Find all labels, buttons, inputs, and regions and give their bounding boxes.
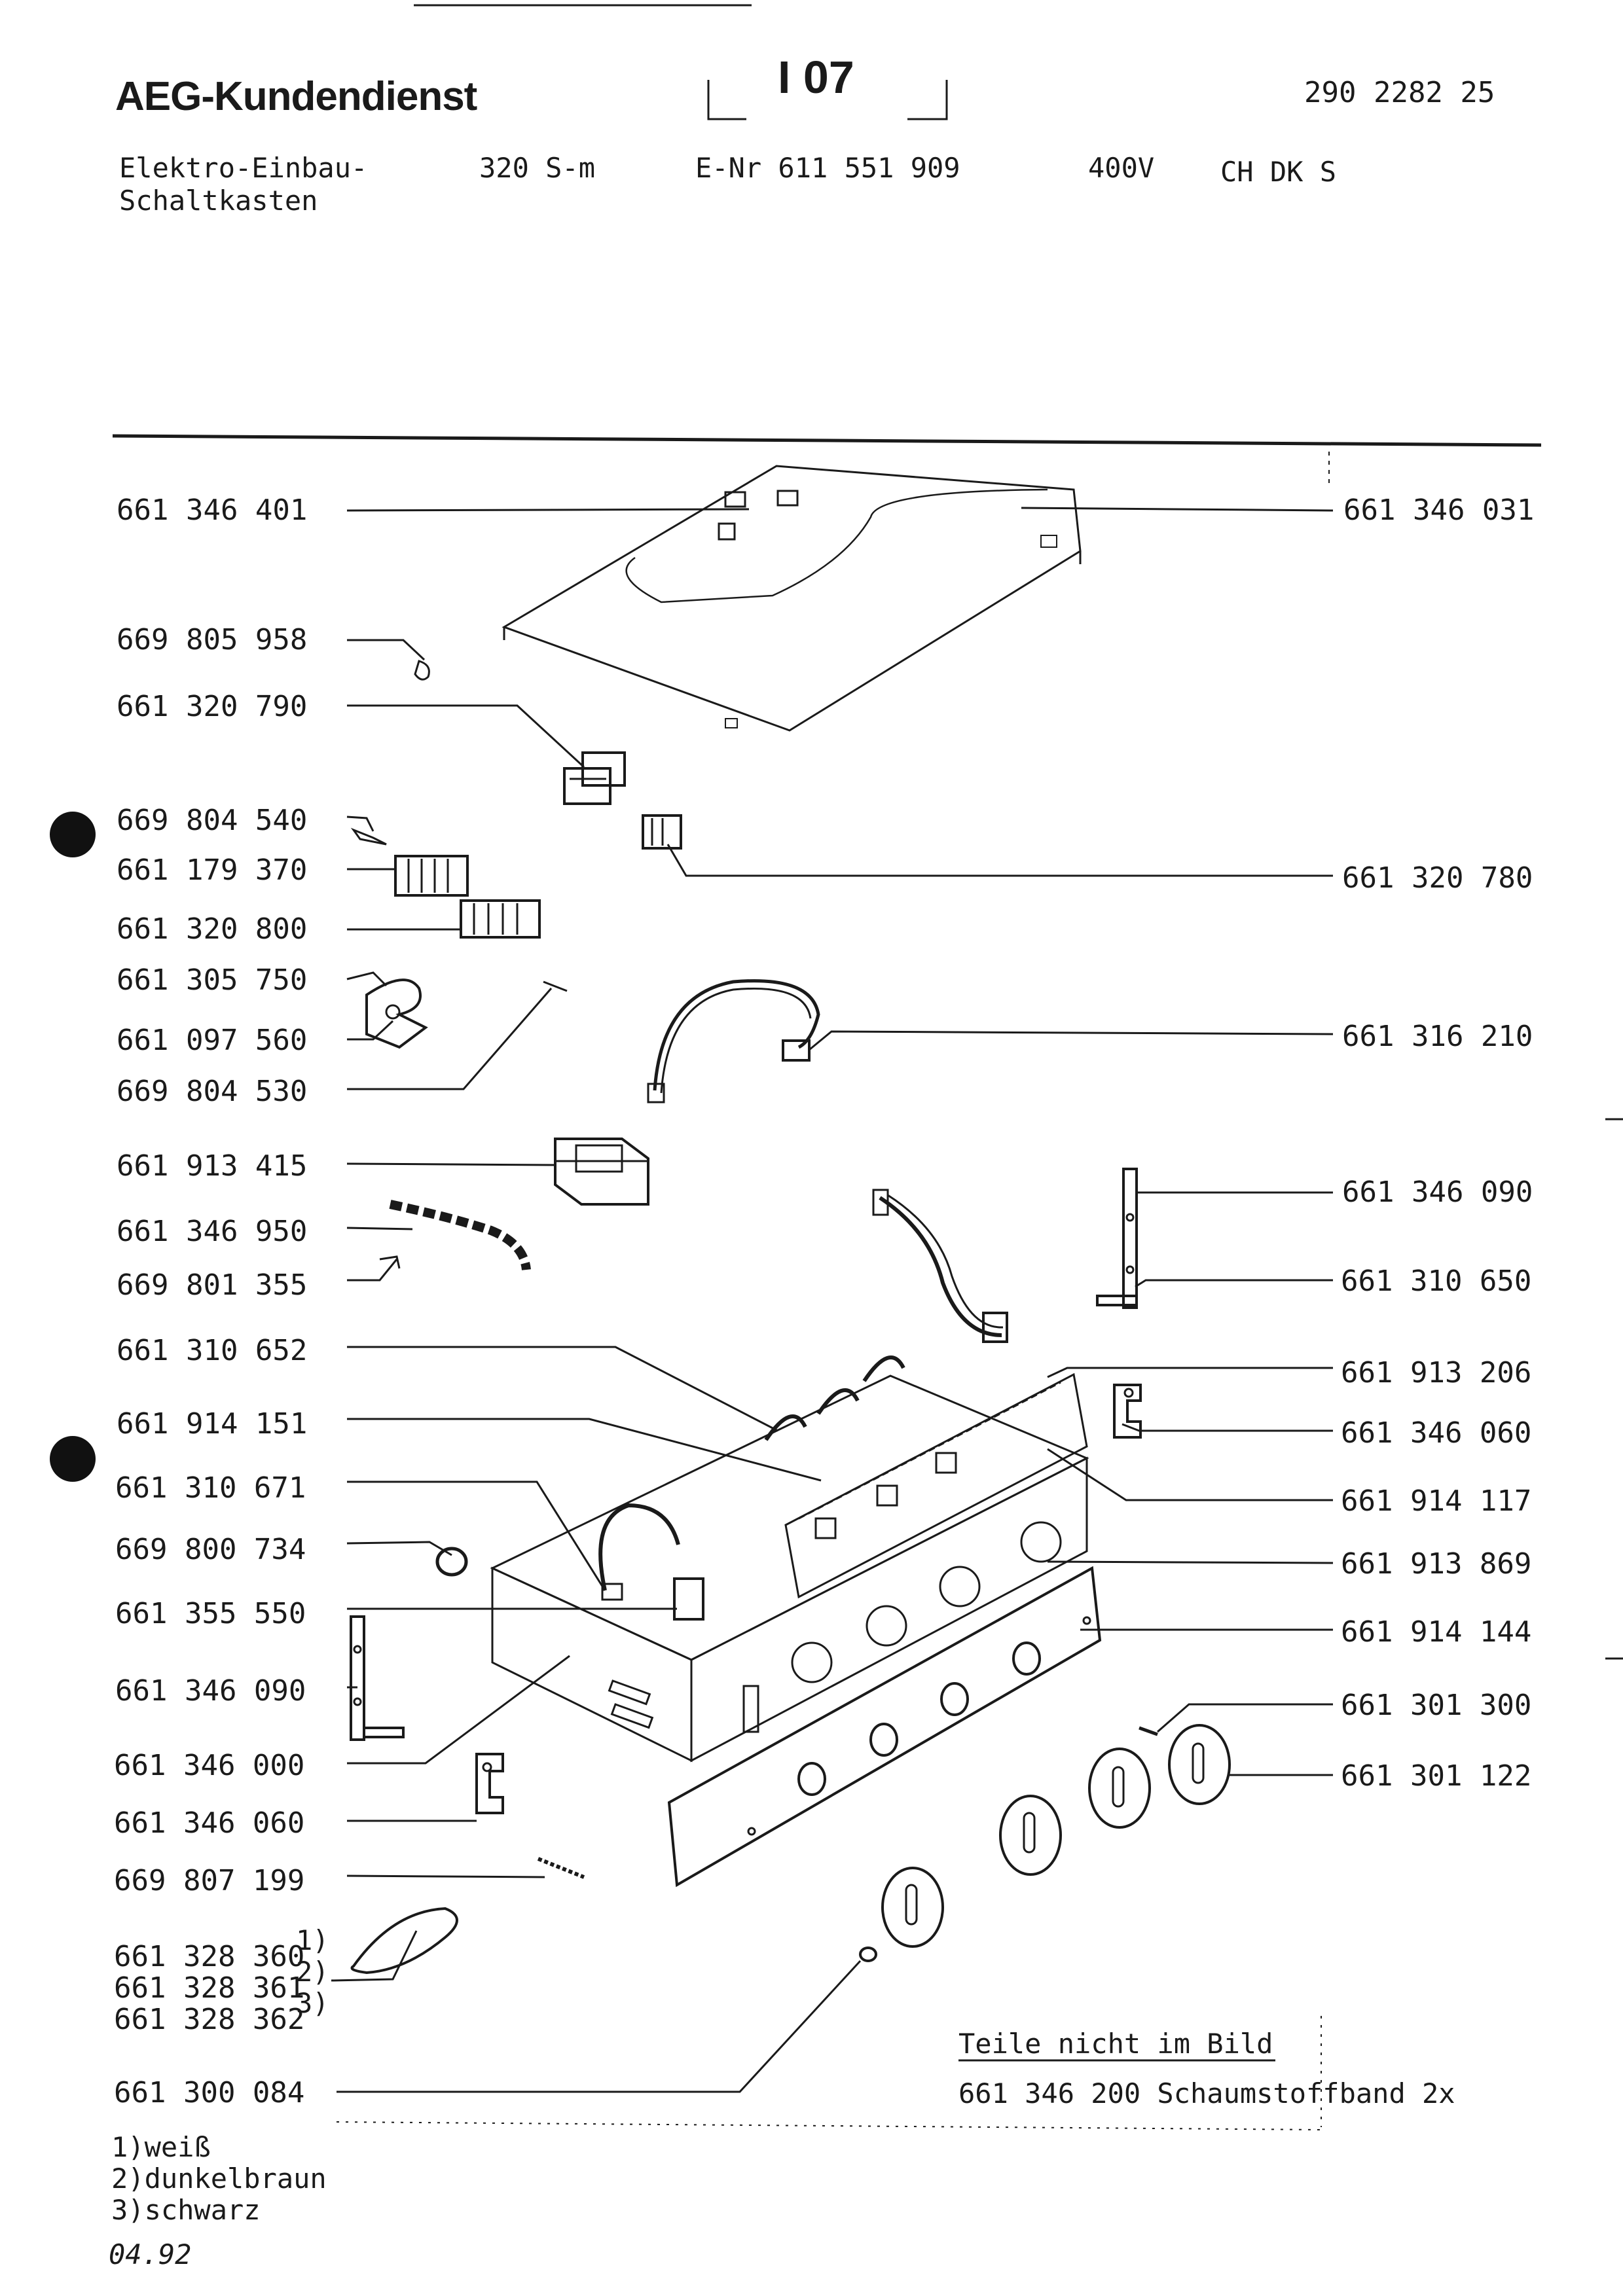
- header-divider: [112, 434, 1542, 447]
- part-label: 661 346 090: [115, 1674, 306, 1708]
- terminal-block-370: [394, 855, 469, 897]
- part-label-variant: 661 328 361: [114, 1971, 305, 2005]
- bracket-346090-left: [350, 1615, 405, 1741]
- part-label: 661 346 950: [117, 1215, 308, 1248]
- part-label: 661 914 117: [1341, 1484, 1532, 1518]
- terminal-block-800: [460, 899, 541, 939]
- terminal-strip-950: [389, 1200, 531, 1271]
- part-label: 669 804 530: [117, 1075, 308, 1108]
- brand-title: AEG-Kundendienst: [115, 74, 477, 119]
- pin-301300: [1139, 1726, 1158, 1736]
- part-label: 661 320 790: [117, 690, 308, 723]
- part-label: 661 305 750: [117, 963, 308, 997]
- part-label: 661 320 780: [1342, 861, 1533, 895]
- knob-set-301122: [881, 1724, 1231, 1948]
- cable-310650: [872, 1189, 1008, 1343]
- part-label: 661 913 869: [1341, 1547, 1532, 1581]
- grommet-800734: [435, 1547, 468, 1577]
- part-label: 661 310 671: [115, 1471, 306, 1505]
- voltage-label: 400V: [1088, 152, 1155, 184]
- part-label: 661 346 090: [1342, 1175, 1533, 1209]
- date-stamp: 04.92: [109, 2238, 192, 2270]
- cable-310652: [764, 1355, 905, 1441]
- part-label: 661 346 060: [1341, 1416, 1532, 1450]
- clip-part: [414, 660, 430, 681]
- connector-block-780: [642, 814, 682, 850]
- product-line-1: Elektro-Einbau-: [119, 152, 368, 184]
- front-panel-914144: [667, 1566, 1102, 1888]
- document-number: 290 2282 25: [1304, 76, 1495, 109]
- part-label: 661 320 800: [117, 912, 308, 946]
- part-label: 669 800 734: [115, 1533, 306, 1566]
- cover-variant-328360: [350, 1907, 458, 1975]
- screw-807199: [537, 1857, 585, 1879]
- part-label: 661 346 060: [114, 1806, 305, 1840]
- relay-block: [563, 751, 626, 805]
- part-label: 669 801 355: [117, 1268, 308, 1302]
- part-label: 669 807 199: [114, 1864, 305, 1897]
- part-label: 661 301 122: [1341, 1759, 1532, 1793]
- bracket-left: [707, 80, 746, 120]
- part-label: 661 913 415: [117, 1149, 308, 1183]
- part-label: 661 179 370: [117, 853, 308, 887]
- thermostat-bracket: [365, 978, 428, 1049]
- bracket-right: [907, 80, 948, 120]
- part-label: 669 805 958: [117, 623, 308, 656]
- part-label: 669 804 540: [117, 804, 308, 837]
- pcb-board: [784, 1372, 1088, 1599]
- part-label: 661 310 652: [117, 1334, 308, 1367]
- footnote: 1)weiß: [111, 2131, 211, 2163]
- cable-316210: [647, 979, 820, 1103]
- part-label: 661 300 084: [114, 2076, 305, 2109]
- part-label: 661 346 031: [1343, 493, 1535, 527]
- transformer-913415: [554, 1138, 649, 1206]
- clip-300084: [859, 1946, 877, 1962]
- clip-801355: [379, 1255, 401, 1269]
- not-shown-heading: Teile nicht im Bild: [958, 2028, 1273, 2060]
- part-label: 661 316 210: [1342, 1020, 1533, 1053]
- leader-lines-right: [666, 507, 1334, 1776]
- part-label-variant: 661 328 362: [114, 2003, 305, 2036]
- part-label: 661 913 206: [1341, 1356, 1532, 1390]
- variant-note: 1): [296, 1924, 329, 1956]
- switch-box-346000: [490, 1374, 1089, 1763]
- bracket-346090-right: [1096, 1168, 1138, 1309]
- bracket-346060-left: [475, 1753, 504, 1814]
- bracket-346060-right: [1113, 1384, 1142, 1439]
- part-label: 661 914 151: [117, 1407, 308, 1441]
- top-cover-plate: [501, 465, 1082, 732]
- not-shown-item: 661 346 200 Schaumstoffband 2x: [958, 2077, 1455, 2109]
- part-label: 661 301 300: [1341, 1689, 1532, 1722]
- footnote: 3)schwarz: [111, 2194, 261, 2226]
- part-label: 661 310 650: [1341, 1265, 1532, 1298]
- product-line-2: Schaltkasten: [119, 185, 318, 217]
- countries-label: CH DK S: [1220, 156, 1337, 188]
- variant-note: 2): [296, 1956, 329, 1988]
- switch-355550: [673, 1577, 704, 1621]
- variant-note: 3): [296, 1987, 329, 2019]
- enr-label: E-Nr 611 551 909: [695, 152, 960, 184]
- part-label: 661 914 144: [1341, 1615, 1532, 1649]
- part-label: 661 355 550: [115, 1597, 306, 1630]
- part-label-variant: 661 328 360: [114, 1940, 305, 1973]
- leader-lines-left: [331, 508, 862, 2093]
- pin-part: [543, 980, 568, 992]
- part-label: 661 346 401: [117, 493, 308, 527]
- part-label: 661 346 000: [114, 1749, 305, 1782]
- part-label: 661 097 560: [117, 1024, 308, 1057]
- cable-310671: [598, 1503, 680, 1601]
- model-label: 320 S-m: [479, 152, 596, 184]
- marker-bullet: [50, 1436, 96, 1482]
- marker-bullet: [50, 812, 96, 857]
- small-clip: [350, 827, 387, 846]
- page-number: I 07: [778, 52, 854, 103]
- footnote: 2)dunkelbraun: [111, 2162, 327, 2195]
